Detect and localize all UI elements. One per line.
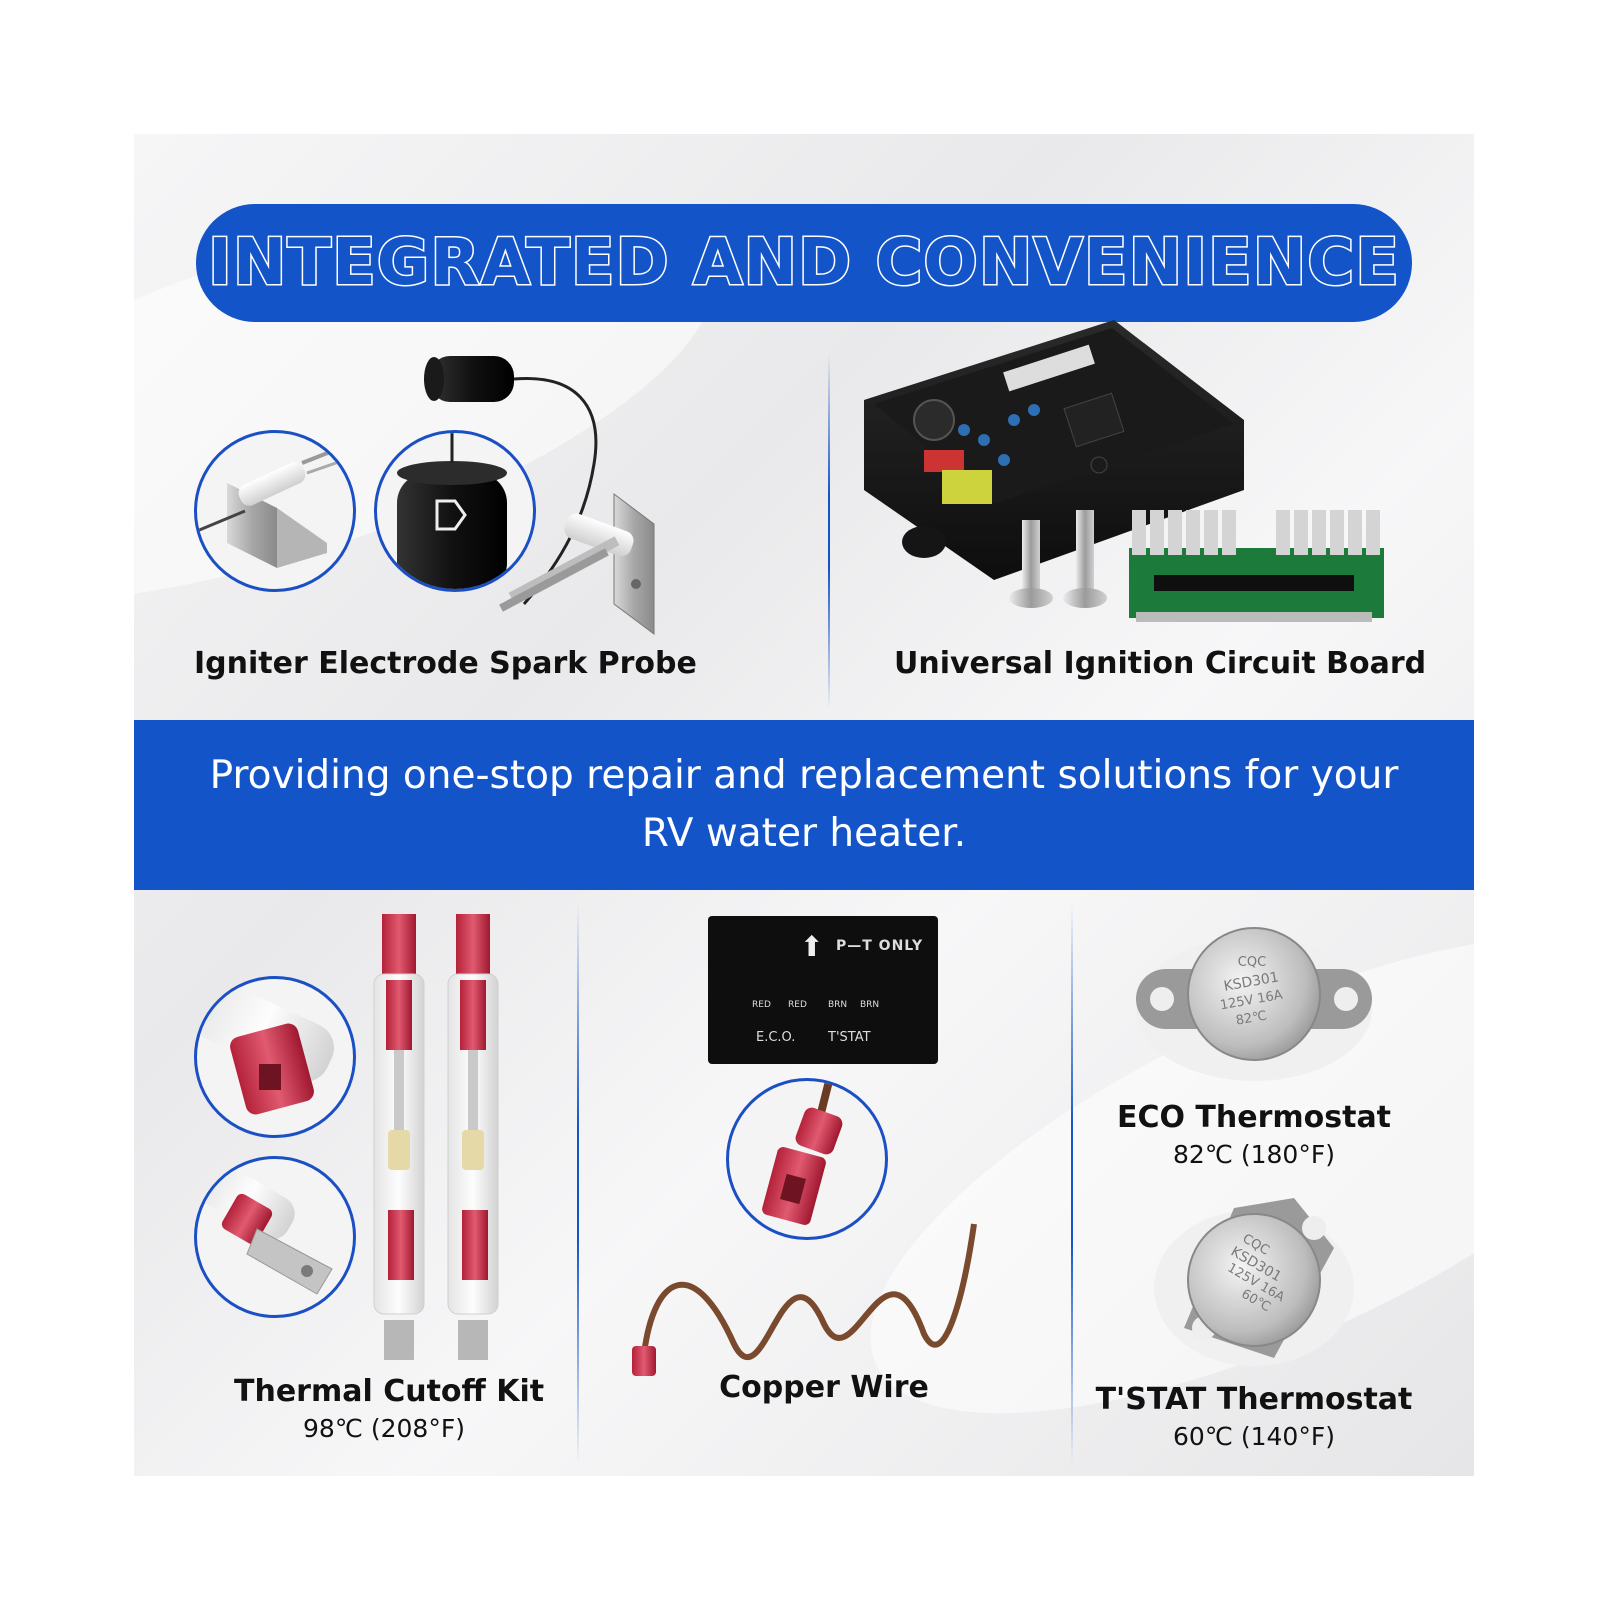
fuse-spade-detail-circle: [194, 1156, 356, 1318]
eco-thermostat-label: ECO Thermostat: [1116, 1100, 1392, 1135]
solutions-text: Providing one-stop repair and replacemen…: [209, 753, 1399, 856]
connector-detail-image: [397, 433, 507, 589]
title-banner: INTEGRATED AND CONVENIENCE: [196, 204, 1412, 322]
eco-thermostat-rating: 82℃ (180°F): [1173, 1140, 1335, 1169]
wire-color-text: RED: [752, 1000, 771, 1010]
section-divider: [828, 354, 830, 709]
connector-detail-circle: [374, 430, 536, 592]
igniter-label: Igniter Electrode Spark Probe: [194, 646, 697, 681]
tstat-thermostat-rating: 60℃ (140°F): [1173, 1422, 1335, 1451]
pt-only-text: P—T ONLY: [836, 938, 924, 954]
thermostat-temp: 82℃: [1235, 1008, 1268, 1028]
wire-color-text: BRN: [828, 1000, 848, 1010]
fuse-spade-detail-image: [198, 1163, 333, 1295]
copper-wire-label: Copper Wire: [719, 1370, 929, 1405]
solutions-band: Providing one-stop repair and replacemen…: [134, 720, 1474, 890]
electrode-detail-circle: [194, 430, 356, 592]
section-divider: [1071, 904, 1073, 1464]
eco-text: E.C.O.: [756, 1030, 796, 1045]
wire-connector-detail-circle: [726, 1078, 888, 1240]
tstat-thermostat-label: T'STAT Thermostat: [1095, 1382, 1413, 1417]
fuse-terminal-detail-circle: [194, 976, 356, 1138]
banner-title: INTEGRATED AND CONVENIENCE: [207, 225, 1401, 302]
spark-probe-image: [424, 356, 655, 635]
section-divider: [577, 904, 579, 1464]
thermostat-brand: CQC: [1238, 955, 1266, 970]
electrode-detail-image: [197, 441, 353, 568]
wiring-label-card: ⬆ P—T ONLY RED RED BRN BRN E.C.O. T'STAT: [708, 916, 938, 1064]
circuit-board-label: Universal Ignition Circuit Board: [894, 646, 1427, 681]
tstat-text: T'STAT: [828, 1030, 871, 1045]
arrow-up-icon: ⬆: [800, 930, 824, 963]
wire-connector-detail-image: [762, 1081, 843, 1225]
wire-color-text: RED: [788, 1000, 807, 1010]
thermal-cutoff-image: [373, 914, 499, 1360]
thermal-cutoff-label: Thermal Cutoff Kit: [234, 1374, 545, 1409]
eco-thermostat-image: CQC KSD301 125V 16A 82℃: [1136, 927, 1372, 1081]
fuse-terminal-detail-image: [197, 980, 334, 1115]
circuit-board-image: [864, 320, 1384, 622]
thermal-cutoff-rating: 98℃ (208°F): [303, 1414, 465, 1443]
copper-wire-image: [632, 1223, 977, 1376]
tstat-thermostat-image: CQC KSD301 125V 16A 60℃: [1154, 1198, 1354, 1366]
product-infographic-panel: INTEGRATED AND CONVENIENCE: [134, 134, 1474, 1476]
wire-color-text: BRN: [860, 1000, 880, 1010]
